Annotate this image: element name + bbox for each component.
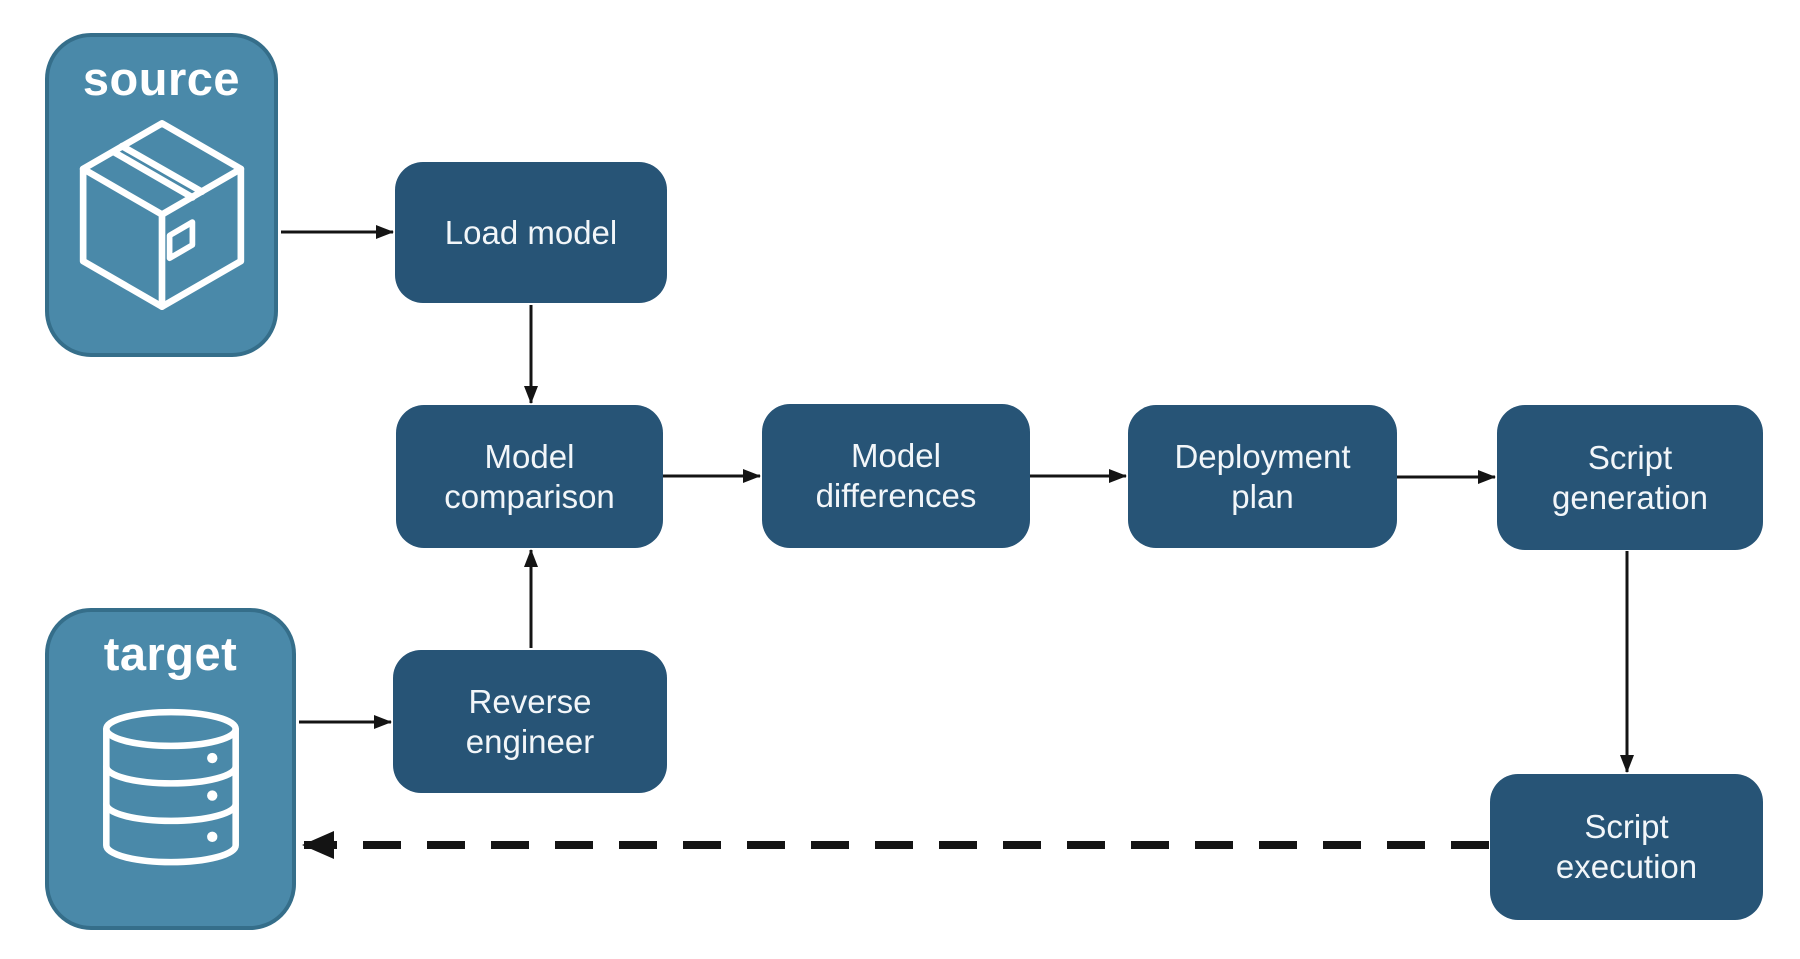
node-label: Load model [444,213,618,251]
entity-source: source [45,33,278,357]
node-label: Reverse engineer [465,682,595,760]
node-model-differences: Model differences [762,404,1030,548]
node-script-execution: Script execution [1490,774,1763,920]
node-label: Script execution [1555,808,1698,885]
node-model-comparison: Model comparison [396,405,663,548]
node-label: Script generation [1552,438,1708,516]
node-deployment-plan: Deployment plan [1128,405,1397,548]
database-icon [96,702,246,876]
node-label: Deployment plan [1174,437,1351,515]
node-load-model: Load model [395,162,667,303]
node-reverse-engineer: Reverse engineer [393,650,667,793]
source-label: source [82,52,241,105]
node-label: Model comparison [444,437,615,515]
node-script-generation: Script generation [1497,405,1763,550]
node-label: Model differences [815,437,977,514]
target-label: target [103,627,238,680]
package-icon [67,115,257,315]
entity-target: target [45,608,296,930]
